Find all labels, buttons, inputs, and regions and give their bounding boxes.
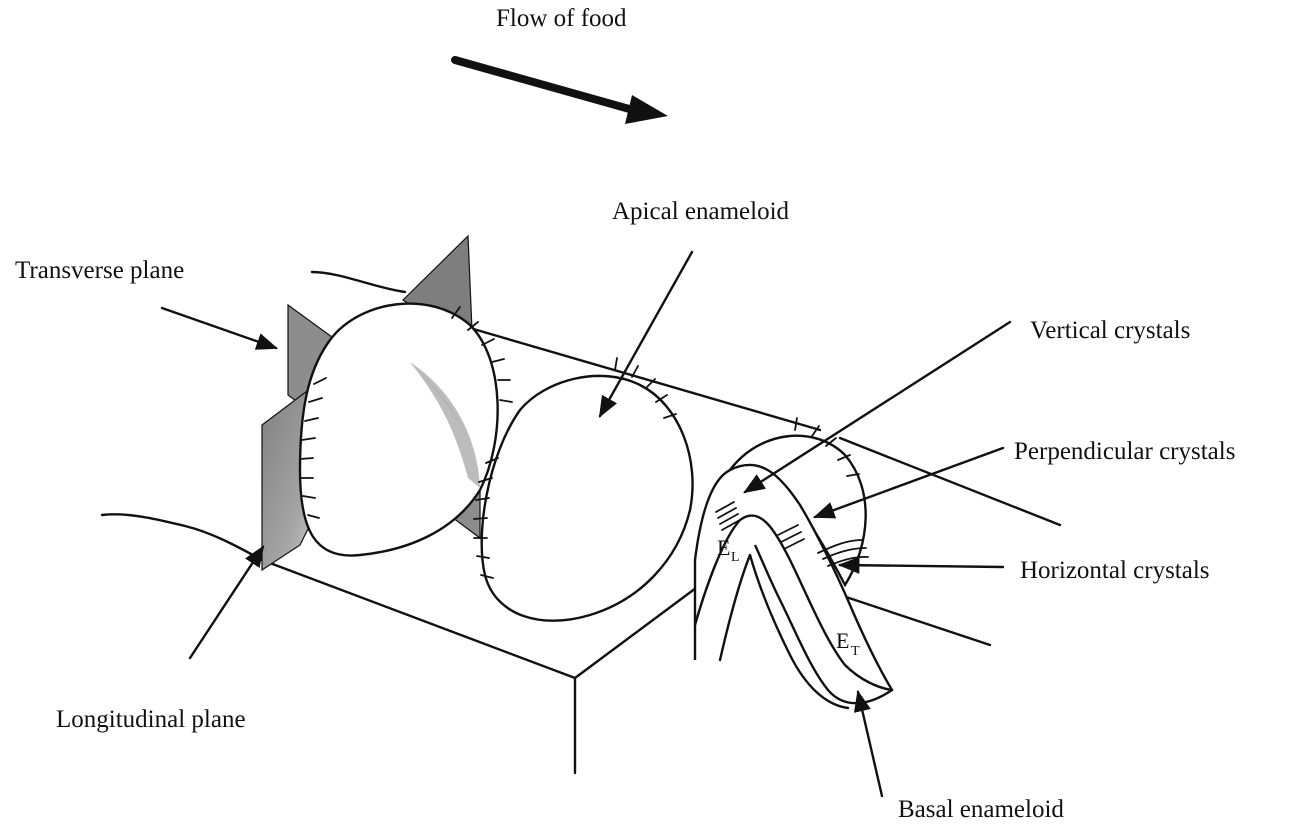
vertical-crystals-label: Vertical crystals <box>1030 317 1190 344</box>
svg-text:E: E <box>717 535 730 560</box>
perpendicular-crystals-label: Perpendicular crystals <box>1014 438 1235 465</box>
jaw-base-outline <box>100 270 1062 775</box>
el-symbol: E L <box>717 535 740 565</box>
et-symbol: E T <box>836 628 860 659</box>
horizontal-crystals-label: Horizontal crystals <box>1020 557 1210 584</box>
longitudinal-plane-label: Longitudinal plane <box>56 706 246 733</box>
second-tooth <box>473 357 694 622</box>
first-tooth <box>298 302 513 557</box>
apical-enameloid-label: Apical enameloid <box>612 198 790 225</box>
basal-enameloid-label: Basal enameloid <box>898 796 1064 823</box>
svg-text:E: E <box>836 628 849 653</box>
flow-arrow <box>451 56 668 124</box>
leader-arrows <box>160 250 1012 798</box>
transverse-plane-label: Transverse plane <box>15 257 184 284</box>
svg-text:T: T <box>851 644 860 659</box>
third-tooth-section <box>693 417 894 710</box>
flow-of-food-label: Flow of food <box>496 5 627 32</box>
svg-text:L: L <box>731 550 740 565</box>
